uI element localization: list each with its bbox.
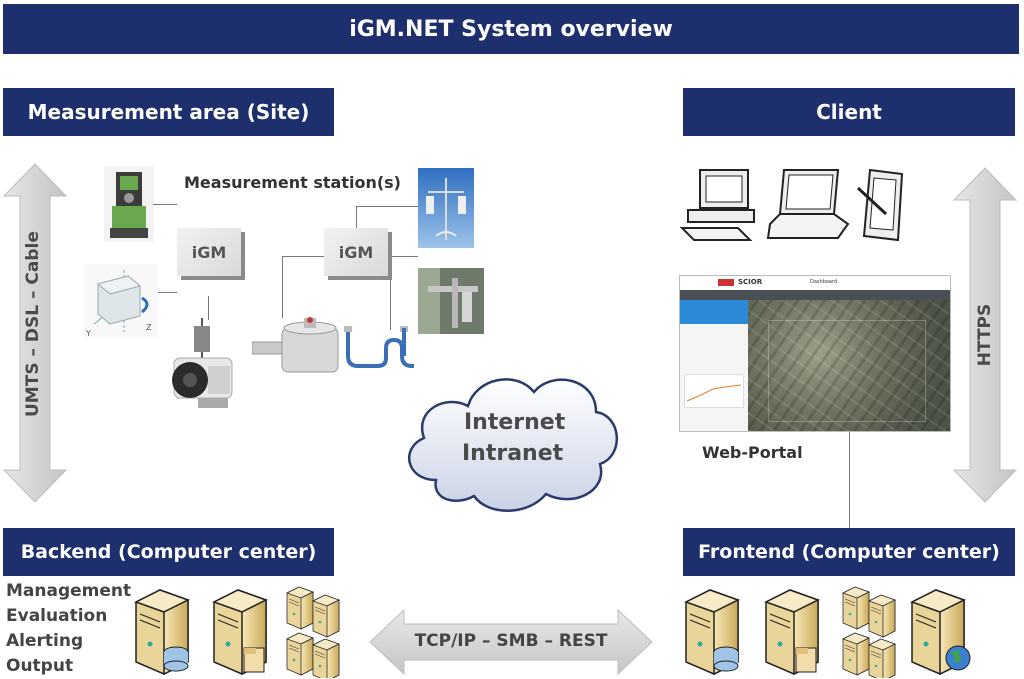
portal-topbar: SCIOR Dashboard <box>680 276 950 290</box>
cloud-icon <box>407 378 618 512</box>
left-link-label: UMTS – DSL – Cable <box>23 231 43 417</box>
web-server-icon <box>911 589 971 675</box>
title-banner: iGM.NET System overview <box>3 4 1019 54</box>
portal-sidebar-chart <box>684 374 744 408</box>
portal-sidebar-header <box>680 300 748 324</box>
connector <box>208 296 209 320</box>
igm-unit: iGM <box>177 228 241 276</box>
task-item: Alerting <box>6 631 84 651</box>
task-item: Management <box>6 581 132 601</box>
server-cluster-icon <box>286 586 340 678</box>
portal-navbar <box>680 290 950 300</box>
connector <box>390 256 391 330</box>
connector <box>282 256 324 257</box>
load-cell-icon <box>252 317 339 373</box>
server-cluster-icon <box>842 586 896 678</box>
database-server-icon <box>685 589 739 675</box>
igm-unit: iGM <box>324 228 388 276</box>
connector <box>158 292 177 293</box>
connector <box>153 204 177 205</box>
tilt-sensor-icon: Y Z <box>84 264 158 338</box>
connector <box>849 432 850 528</box>
igm-label: iGM <box>191 242 227 262</box>
connector <box>282 256 283 318</box>
task-item: Output <box>6 656 74 676</box>
igm-label: iGM <box>338 242 374 262</box>
portal-sidebar <box>680 300 748 431</box>
svg-text:Y: Y <box>85 329 91 338</box>
wire-sensor-icon <box>172 318 233 408</box>
horizontal-arrow <box>369 608 653 676</box>
protocols-label: TCP/IP – SMB – REST <box>414 631 608 651</box>
desktop-computer-icon <box>680 169 755 241</box>
station-label: Measurement station(s) <box>184 173 401 192</box>
laptop-icon <box>766 169 850 239</box>
portal-map <box>748 300 950 431</box>
portal-map-overlay <box>768 320 926 422</box>
web-portal-label: Web-Portal <box>702 443 803 462</box>
page-title: iGM.NET System overview <box>349 16 673 42</box>
frontend-title: Frontend (Computer center) <box>698 541 1000 563</box>
backend-tasks: Management Evaluation Alerting Output <box>6 579 131 679</box>
tablet-icon <box>856 168 904 242</box>
left-vertical-arrow <box>2 163 68 503</box>
connector <box>356 206 357 228</box>
cloud-line-2: Intranet <box>462 441 564 466</box>
right-link-label: HTTPS <box>975 303 995 367</box>
frontend-banner: Frontend (Computer center) <box>683 528 1015 576</box>
site-title: Measurement area (Site) <box>27 100 310 124</box>
portal-brand: SCIOR <box>738 278 763 286</box>
svg-text:Z: Z <box>146 323 152 332</box>
client-banner: Client <box>683 88 1015 136</box>
client-title: Client <box>816 100 882 124</box>
cloud-line-1: Internet <box>464 410 566 435</box>
task-item: Evaluation <box>6 606 108 626</box>
portal-status: Dashboard <box>810 279 838 285</box>
database-server-icon <box>135 589 189 675</box>
backend-title: Backend (Computer center) <box>20 541 317 563</box>
web-portal-screenshot: SCIOR Dashboard <box>679 275 951 432</box>
site-banner: Measurement area (Site) <box>3 88 334 136</box>
weather-station-icon <box>418 168 474 248</box>
total-station-icon <box>104 166 154 242</box>
installation-photo-icon <box>418 268 484 334</box>
portal-logo-icon <box>718 279 734 286</box>
portal-chart-icon <box>686 384 742 402</box>
connector <box>356 206 418 207</box>
right-vertical-arrow <box>952 167 1018 503</box>
connector <box>388 256 418 257</box>
file-server-icon <box>213 589 267 675</box>
file-server-icon <box>765 589 819 675</box>
backend-banner: Backend (Computer center) <box>3 528 334 576</box>
u-tube-icon <box>344 326 414 368</box>
